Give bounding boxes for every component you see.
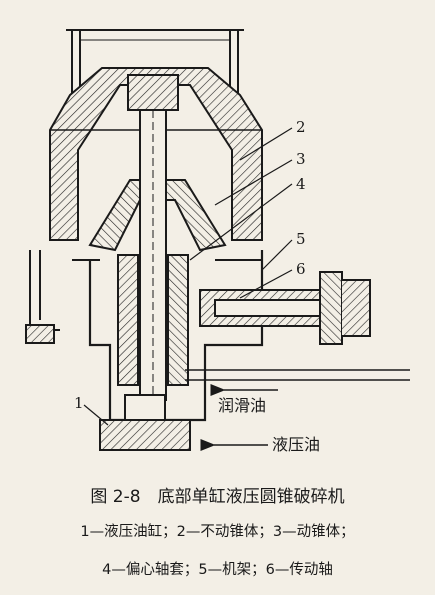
figure-legend-line-1: 1—液压油缸；2—不动锥体；3—动锥体； bbox=[80, 524, 355, 540]
leader-lines bbox=[83, 127, 293, 426]
hydraulic-cylinder bbox=[99, 394, 191, 451]
crusher-cross-section-drawing bbox=[25, 29, 410, 451]
callout-6: 6 bbox=[296, 260, 306, 278]
figure-caption-title: 图 2-8 底部单缸液压圆锥破碎机 bbox=[90, 487, 345, 507]
callout-5: 5 bbox=[296, 230, 306, 248]
eccentric-sleeve bbox=[117, 254, 189, 386]
drive-shaft bbox=[199, 271, 371, 345]
hydraulic-oil-label: 液压油 bbox=[272, 435, 321, 454]
lubricating-oil-pipe bbox=[185, 369, 410, 381]
feed-hopper bbox=[66, 29, 244, 110]
callout-2: 2 bbox=[296, 118, 306, 136]
figure-legend-line-2: 4—偏心轴套；5—机架；6—传动轴 bbox=[102, 562, 333, 578]
callout-4: 4 bbox=[296, 175, 306, 193]
callout-1: 1 bbox=[74, 394, 84, 412]
lubricating-oil-label: 润滑油 bbox=[218, 396, 267, 415]
main-shaft bbox=[127, 74, 179, 401]
callout-3: 3 bbox=[296, 150, 306, 168]
